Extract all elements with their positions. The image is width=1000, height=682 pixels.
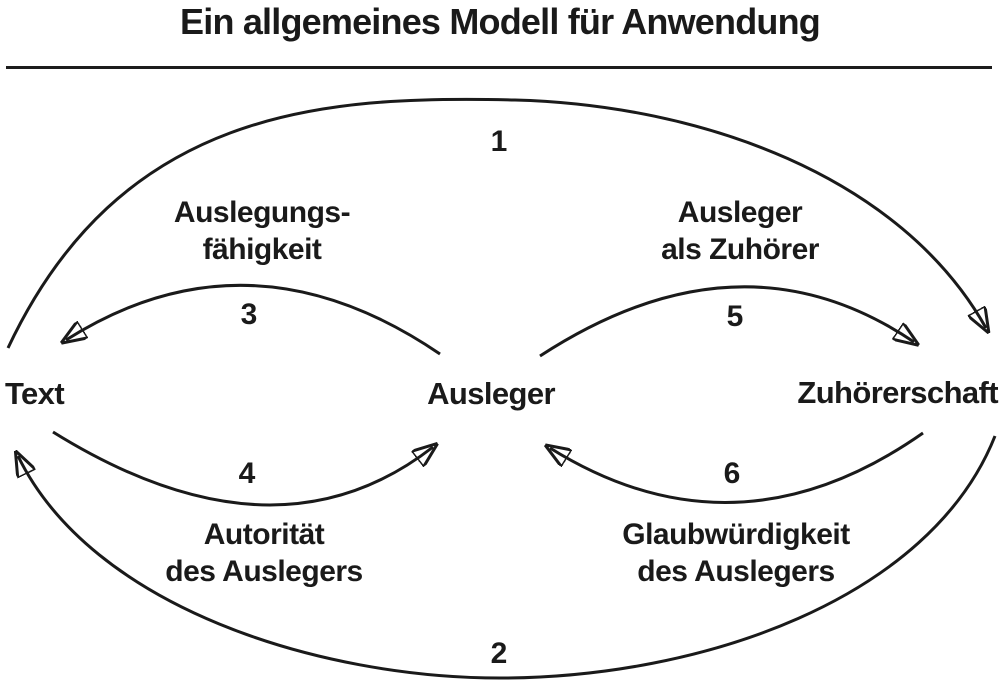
edge-6-label-line1: Glaubwürdigkeit — [622, 518, 850, 551]
edge-5-label: Ausleger als Zuhörer — [661, 194, 819, 268]
edge-3-label-line2: fähigkeit — [202, 233, 322, 266]
arc-2-zuhoererschaft-to-text — [18, 435, 997, 680]
edge-4-number: 4 — [238, 457, 256, 490]
edge-2-number: 2 — [490, 637, 508, 670]
edge-4-label-line2: des Auslegers — [165, 555, 363, 588]
edge-5-label-line2: als Zuhörer — [661, 233, 819, 266]
arc-6-zuhoererschaft-to-ausleger — [550, 431, 924, 504]
diagram-title: Ein allgemeines Modell für Anwendung — [180, 1, 821, 42]
edge-1-number: 1 — [490, 125, 508, 158]
arc-1-text-to-zuhoererschaft — [6, 97, 986, 349]
arc-3-ausleger-to-text — [66, 283, 441, 356]
edge-6-label: Glaubwürdigkeit des Auslegers — [622, 516, 850, 590]
edge-4-label: Autorität des Auslegers — [165, 516, 363, 590]
node-text: Text — [5, 376, 65, 411]
edge-5-number: 5 — [726, 300, 744, 333]
edge-5-label-line1: Ausleger — [677, 196, 803, 229]
title-divider — [6, 66, 992, 69]
edge-4-label-line1: Autorität — [203, 518, 325, 551]
edge-6-number: 6 — [723, 457, 741, 490]
node-zuhoererschaft: Zuhörerschaft — [797, 375, 998, 410]
edge-3-number: 3 — [240, 298, 258, 331]
arc-4-text-to-ausleger — [52, 430, 433, 507]
node-ausleger: Ausleger — [427, 376, 555, 411]
edge-6-label-line2: des Auslegers — [637, 555, 835, 588]
arc-5-ausleger-to-zuhoererschaft — [539, 285, 914, 358]
edge-3-label: Auslegungs- fähigkeit — [173, 194, 351, 268]
edge-3-label-line1: Auslegungs- — [173, 196, 351, 229]
